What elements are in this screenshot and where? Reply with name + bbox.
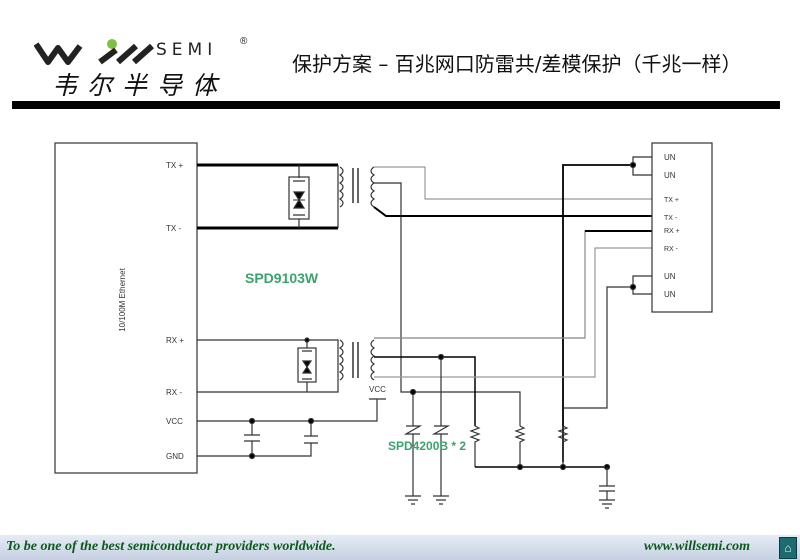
tvs-diode-tx xyxy=(288,176,310,220)
slide-title: 保护方案 – 百兆网口防雷共/差模保护（千兆一样） xyxy=(292,52,742,76)
tvs-part-label: SPD9103W xyxy=(245,270,319,286)
header-divider xyxy=(12,101,780,109)
vertical-un-bus xyxy=(562,156,652,462)
conn-pin-rx-minus: RX - xyxy=(664,246,679,253)
bob-smith-resistors xyxy=(469,425,615,509)
transformer-rx xyxy=(338,230,652,426)
tvs-diode-rx xyxy=(297,337,317,383)
pin-gnd: GND xyxy=(166,452,184,461)
phy-label: 10/100M Ethernet xyxy=(118,267,127,331)
vcc-decoupling xyxy=(197,398,386,460)
pin-vcc: VCC xyxy=(166,417,183,426)
footer-bar: To be one of the best semiconductor prov… xyxy=(0,535,800,560)
pin-rx-plus: RX + xyxy=(166,336,184,345)
company-logo xyxy=(30,32,260,102)
footer-url[interactable]: www.willsemi.com xyxy=(644,539,751,554)
footer-motto: To be one of the best semiconductor prov… xyxy=(6,539,336,554)
rj45-connector xyxy=(651,142,713,313)
gdt-part-label: SPD4200B * 2 xyxy=(388,439,466,453)
rx-pair-wires xyxy=(197,339,339,393)
willsemi-logo-mark xyxy=(34,39,154,65)
circuit-diagram: 10/100M Ethernet TX + TX - RX + RX - VCC… xyxy=(54,142,713,509)
connector-pins: UN UN TX + TX - RX + RX - UN UN xyxy=(664,153,680,299)
conn-pin-un4: UN xyxy=(664,290,676,299)
vcc-label: VCC xyxy=(369,385,386,394)
pin-tx-plus: TX + xyxy=(166,161,183,170)
registered-mark: ® xyxy=(240,36,248,47)
logo-chinese: 韦尔半导体 xyxy=(52,71,228,100)
pin-rx-minus: RX - xyxy=(166,388,182,397)
pin-tx-minus: TX - xyxy=(166,224,181,233)
gas-discharge-tubes xyxy=(403,425,451,505)
conn-pin-un1: UN xyxy=(664,153,676,162)
transformer-tx xyxy=(338,166,652,426)
logo-text: SEMI xyxy=(156,40,218,60)
tx-pair-wires xyxy=(197,163,339,230)
phy-chip xyxy=(54,142,198,474)
conn-pin-tx-minus: TX - xyxy=(664,215,678,222)
conn-pin-rx-plus: RX + xyxy=(664,228,680,235)
conn-pin-un3: UN xyxy=(664,272,676,281)
conn-pin-tx-plus: TX + xyxy=(664,197,679,204)
home-icon[interactable]: ⌂ xyxy=(779,537,797,559)
conn-pin-un2: UN xyxy=(664,171,676,180)
